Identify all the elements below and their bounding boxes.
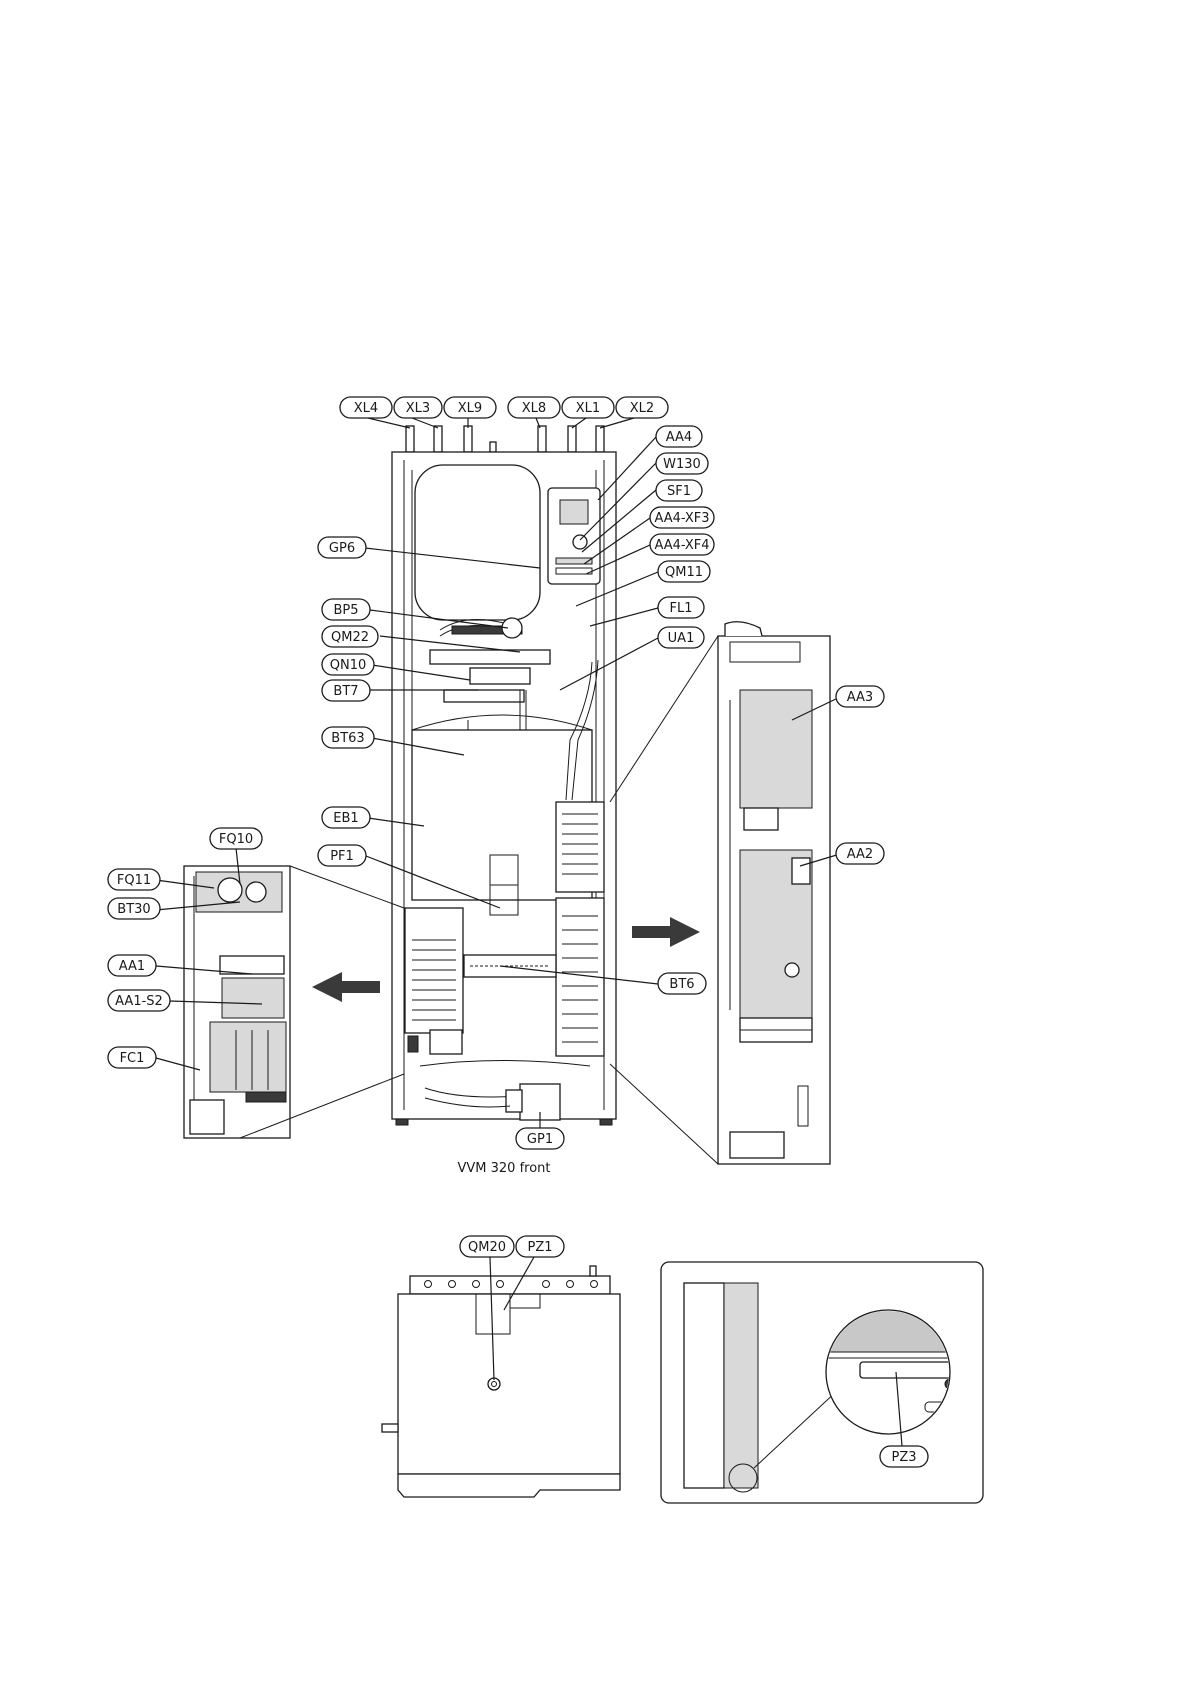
label-BT7: BT7 bbox=[322, 680, 370, 701]
label-W130: W130 bbox=[656, 453, 708, 474]
label-FC1: FC1 bbox=[108, 1047, 156, 1068]
label-QM20: QM20 bbox=[460, 1236, 514, 1257]
svg-text:PF1: PF1 bbox=[330, 849, 354, 864]
label-QM11: QM11 bbox=[658, 561, 710, 582]
svg-text:XL2: XL2 bbox=[630, 401, 654, 416]
label-AA1: AA1 bbox=[108, 955, 156, 976]
top-view bbox=[382, 1266, 620, 1497]
diagram-caption: VVM 320 front bbox=[457, 1161, 550, 1176]
side-view-detail bbox=[661, 1262, 983, 1503]
svg-text:W130: W130 bbox=[663, 457, 701, 472]
detail-link-right-bottom bbox=[610, 1064, 718, 1164]
label-XL4: XL4 bbox=[340, 397, 392, 418]
label-XL1: XL1 bbox=[562, 397, 614, 418]
label-XL3: XL3 bbox=[394, 397, 442, 418]
label-AA3: AA3 bbox=[836, 686, 884, 707]
label-PZ1: PZ1 bbox=[516, 1236, 564, 1257]
svg-text:SF1: SF1 bbox=[667, 484, 691, 499]
svg-text:PZ3: PZ3 bbox=[891, 1450, 916, 1465]
label-BT30: BT30 bbox=[108, 898, 160, 919]
label-AA4: AA4 bbox=[656, 426, 702, 447]
label-PZ3: PZ3 bbox=[880, 1446, 928, 1467]
svg-text:QM20: QM20 bbox=[468, 1240, 506, 1255]
svg-text:FQ11: FQ11 bbox=[117, 873, 151, 888]
label-UA1: UA1 bbox=[658, 627, 704, 648]
svg-text:QM11: QM11 bbox=[665, 565, 703, 580]
svg-text:AA2: AA2 bbox=[847, 847, 873, 862]
label-AA4-XF3: AA4-XF3 bbox=[650, 507, 714, 528]
label-BT6: BT6 bbox=[658, 973, 706, 994]
left-louvered-panel bbox=[405, 908, 463, 1054]
svg-text:QN10: QN10 bbox=[330, 658, 367, 673]
svg-text:PZ1: PZ1 bbox=[527, 1240, 552, 1255]
label-QM22: QM22 bbox=[322, 626, 378, 647]
svg-text:XL4: XL4 bbox=[354, 401, 378, 416]
arrow-left-icon bbox=[312, 972, 380, 1002]
label-SF1: SF1 bbox=[656, 480, 702, 501]
label-XL2: XL2 bbox=[616, 397, 668, 418]
svg-text:BT7: BT7 bbox=[333, 684, 358, 699]
display-screen bbox=[560, 500, 588, 524]
arrow-right-icon bbox=[632, 917, 700, 947]
label-BT63: BT63 bbox=[322, 727, 374, 748]
label-PF1: PF1 bbox=[318, 845, 366, 866]
svg-text:AA1-S2: AA1-S2 bbox=[115, 994, 163, 1009]
svg-text:FQ10: FQ10 bbox=[219, 832, 253, 847]
svg-text:FC1: FC1 bbox=[120, 1051, 145, 1066]
svg-text:AA4: AA4 bbox=[666, 430, 692, 445]
svg-text:BP5: BP5 bbox=[333, 603, 358, 618]
svg-text:XL3: XL3 bbox=[406, 401, 430, 416]
right-detail-control-boards bbox=[718, 622, 830, 1164]
svg-text:AA1: AA1 bbox=[119, 959, 145, 974]
svg-text:XL8: XL8 bbox=[522, 401, 546, 416]
svg-text:BT63: BT63 bbox=[331, 731, 364, 746]
svg-text:GP1: GP1 bbox=[527, 1132, 553, 1147]
display-unit bbox=[548, 488, 600, 584]
svg-text:AA3: AA3 bbox=[847, 690, 873, 705]
label-XL8: XL8 bbox=[508, 397, 560, 418]
svg-text:XL9: XL9 bbox=[458, 401, 482, 416]
svg-text:GP6: GP6 bbox=[329, 541, 355, 556]
label-EB1: EB1 bbox=[322, 807, 370, 828]
svg-text:QM22: QM22 bbox=[331, 630, 369, 645]
label-GP6: GP6 bbox=[318, 537, 366, 558]
svg-text:AA4-XF3: AA4-XF3 bbox=[654, 511, 709, 526]
label-FQ11: FQ11 bbox=[108, 869, 160, 890]
svg-text:AA4-XF4: AA4-XF4 bbox=[654, 538, 709, 553]
label-FQ10: FQ10 bbox=[210, 828, 262, 849]
label-FL1: FL1 bbox=[658, 597, 704, 618]
svg-text:XL1: XL1 bbox=[576, 401, 600, 416]
board-aa3 bbox=[740, 690, 812, 808]
detail-link-right-top bbox=[610, 636, 718, 802]
label-XL9: XL9 bbox=[444, 397, 496, 418]
svg-text:BT30: BT30 bbox=[117, 902, 150, 917]
top-pipe-connections bbox=[406, 426, 604, 452]
svg-text:EB1: EB1 bbox=[333, 811, 358, 826]
label-QN10: QN10 bbox=[322, 654, 374, 675]
label-BP5: BP5 bbox=[322, 599, 370, 620]
svg-text:UA1: UA1 bbox=[668, 631, 695, 646]
right-louvered-panel bbox=[556, 802, 604, 1056]
label-AA1-S2: AA1-S2 bbox=[108, 990, 170, 1011]
svg-text:BT6: BT6 bbox=[669, 977, 694, 992]
detail-link-left-top bbox=[290, 866, 404, 908]
main-unit-front: VVM 320 front bbox=[392, 426, 616, 1176]
svg-text:FL1: FL1 bbox=[670, 601, 693, 616]
label-AA2: AA2 bbox=[836, 843, 884, 864]
label-GP1: GP1 bbox=[516, 1128, 564, 1149]
label-AA4-XF4: AA4-XF4 bbox=[650, 534, 714, 555]
control-knob bbox=[573, 535, 587, 549]
expansion-vessel bbox=[415, 465, 540, 620]
